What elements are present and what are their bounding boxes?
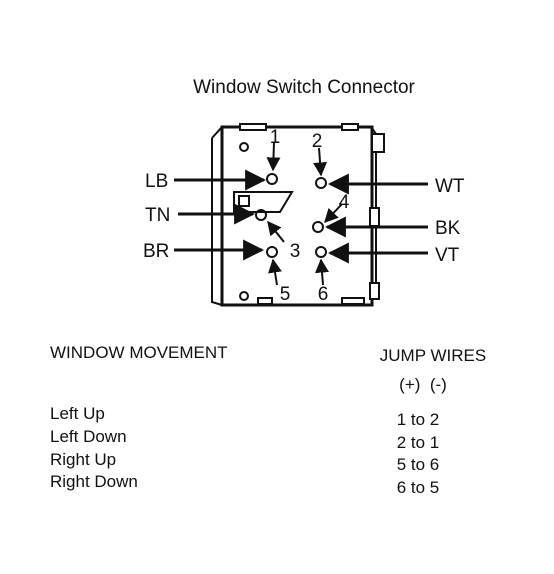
- movement-header: WINDOW MOVEMENT: [50, 343, 228, 362]
- movement-label: Right Up: [50, 450, 116, 469]
- jump-value: 5 to 6: [397, 455, 440, 474]
- left-wire-arrows: [174, 169, 267, 261]
- movement-label: Left Up: [50, 404, 105, 423]
- movement-label: Right Down: [50, 472, 138, 491]
- pin-5-hole: [266, 246, 278, 258]
- pin-3-hole: [255, 209, 267, 221]
- jump-wires-header: JUMP WIRES: [380, 346, 486, 365]
- wire-label-right: BK: [435, 218, 461, 239]
- polarity-label: (+) (-): [399, 375, 447, 394]
- pin-number: 3: [290, 241, 301, 262]
- jump-value: 2 to 1: [397, 433, 440, 452]
- pin-4-hole: [312, 221, 324, 233]
- wire-label-left: LB: [145, 171, 168, 192]
- wire-label-right: WT: [435, 176, 465, 197]
- jump-value: 1 to 2: [397, 410, 440, 429]
- movement-label: Left Down: [50, 427, 127, 446]
- wire-label-left: TN: [145, 205, 170, 226]
- pin-number: 4: [339, 192, 350, 213]
- pin-number: 2: [312, 131, 323, 152]
- pin-2-hole: [315, 177, 327, 189]
- movement-table: Left Up 1 to 2 Left Down 2 to 1 Right Up…: [50, 404, 439, 497]
- diagram-title: Window Switch Connector: [193, 77, 415, 98]
- pin-number: 6: [318, 284, 329, 305]
- wire-label-left: BR: [143, 241, 169, 262]
- pin-number: 1: [270, 127, 281, 148]
- right-wire-arrows: [324, 173, 428, 264]
- pin-number: 5: [280, 284, 291, 305]
- wire-label-right: VT: [435, 245, 460, 266]
- pin-holes: [255, 173, 327, 258]
- pin-6-hole: [315, 246, 327, 258]
- pin-arrows: [266, 142, 343, 286]
- jump-value: 6 to 5: [397, 478, 440, 497]
- pin-1-hole: [266, 173, 278, 185]
